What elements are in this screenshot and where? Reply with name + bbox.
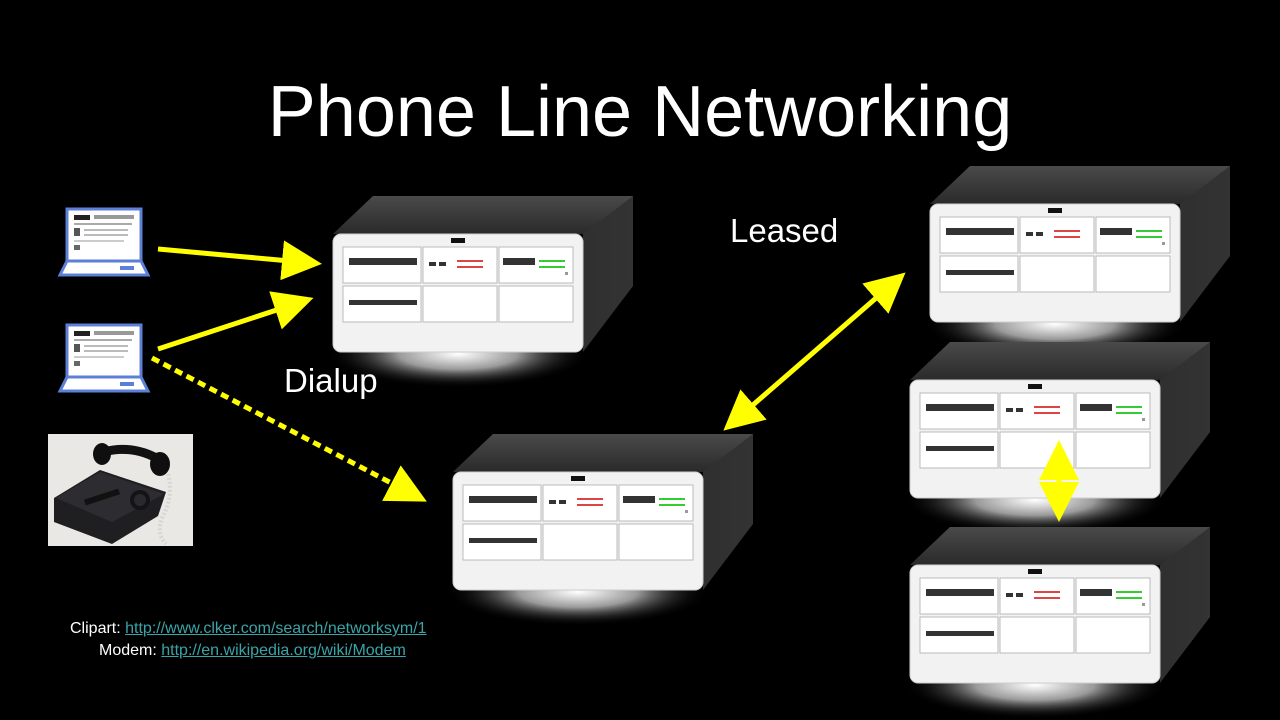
clipart-credit-prefix: Clipart: — [70, 620, 126, 637]
dialup-label: Dialup — [284, 362, 378, 399]
arrow-dialup-dashed — [150, 355, 427, 502]
clipart-credit-link[interactable]: http://www.clker.com/search/networksym/1 — [125, 620, 427, 637]
server-rack-icon — [325, 195, 634, 389]
server-rack-icon — [445, 433, 754, 627]
modem-credit-link[interactable]: http://en.wikipedia.org/wiki/Modem — [161, 642, 406, 659]
arrow-leased-double — [723, 272, 906, 431]
arrow-computer1-to-server — [157, 240, 322, 281]
clipart-credit: Clipart: http://www.clker.com/search/net… — [70, 618, 490, 640]
arrow-computer2-to-server — [157, 291, 314, 352]
modem-photo — [48, 434, 193, 546]
laptop-icon — [58, 207, 150, 277]
leased-label: Leased — [730, 212, 839, 249]
server-rack-icon — [922, 165, 1231, 359]
server-rack-icon — [902, 526, 1211, 720]
slide-title: Phone Line Networking — [267, 72, 1013, 152]
modem-credit: Modem: http://en.wikipedia.org/wiki/Mode… — [70, 640, 490, 662]
credits: Clipart: http://www.clker.com/search/net… — [70, 618, 490, 662]
connection-arrows — [150, 240, 1079, 522]
laptop-icon — [58, 323, 150, 393]
modem-credit-prefix: Modem: — [99, 642, 162, 659]
